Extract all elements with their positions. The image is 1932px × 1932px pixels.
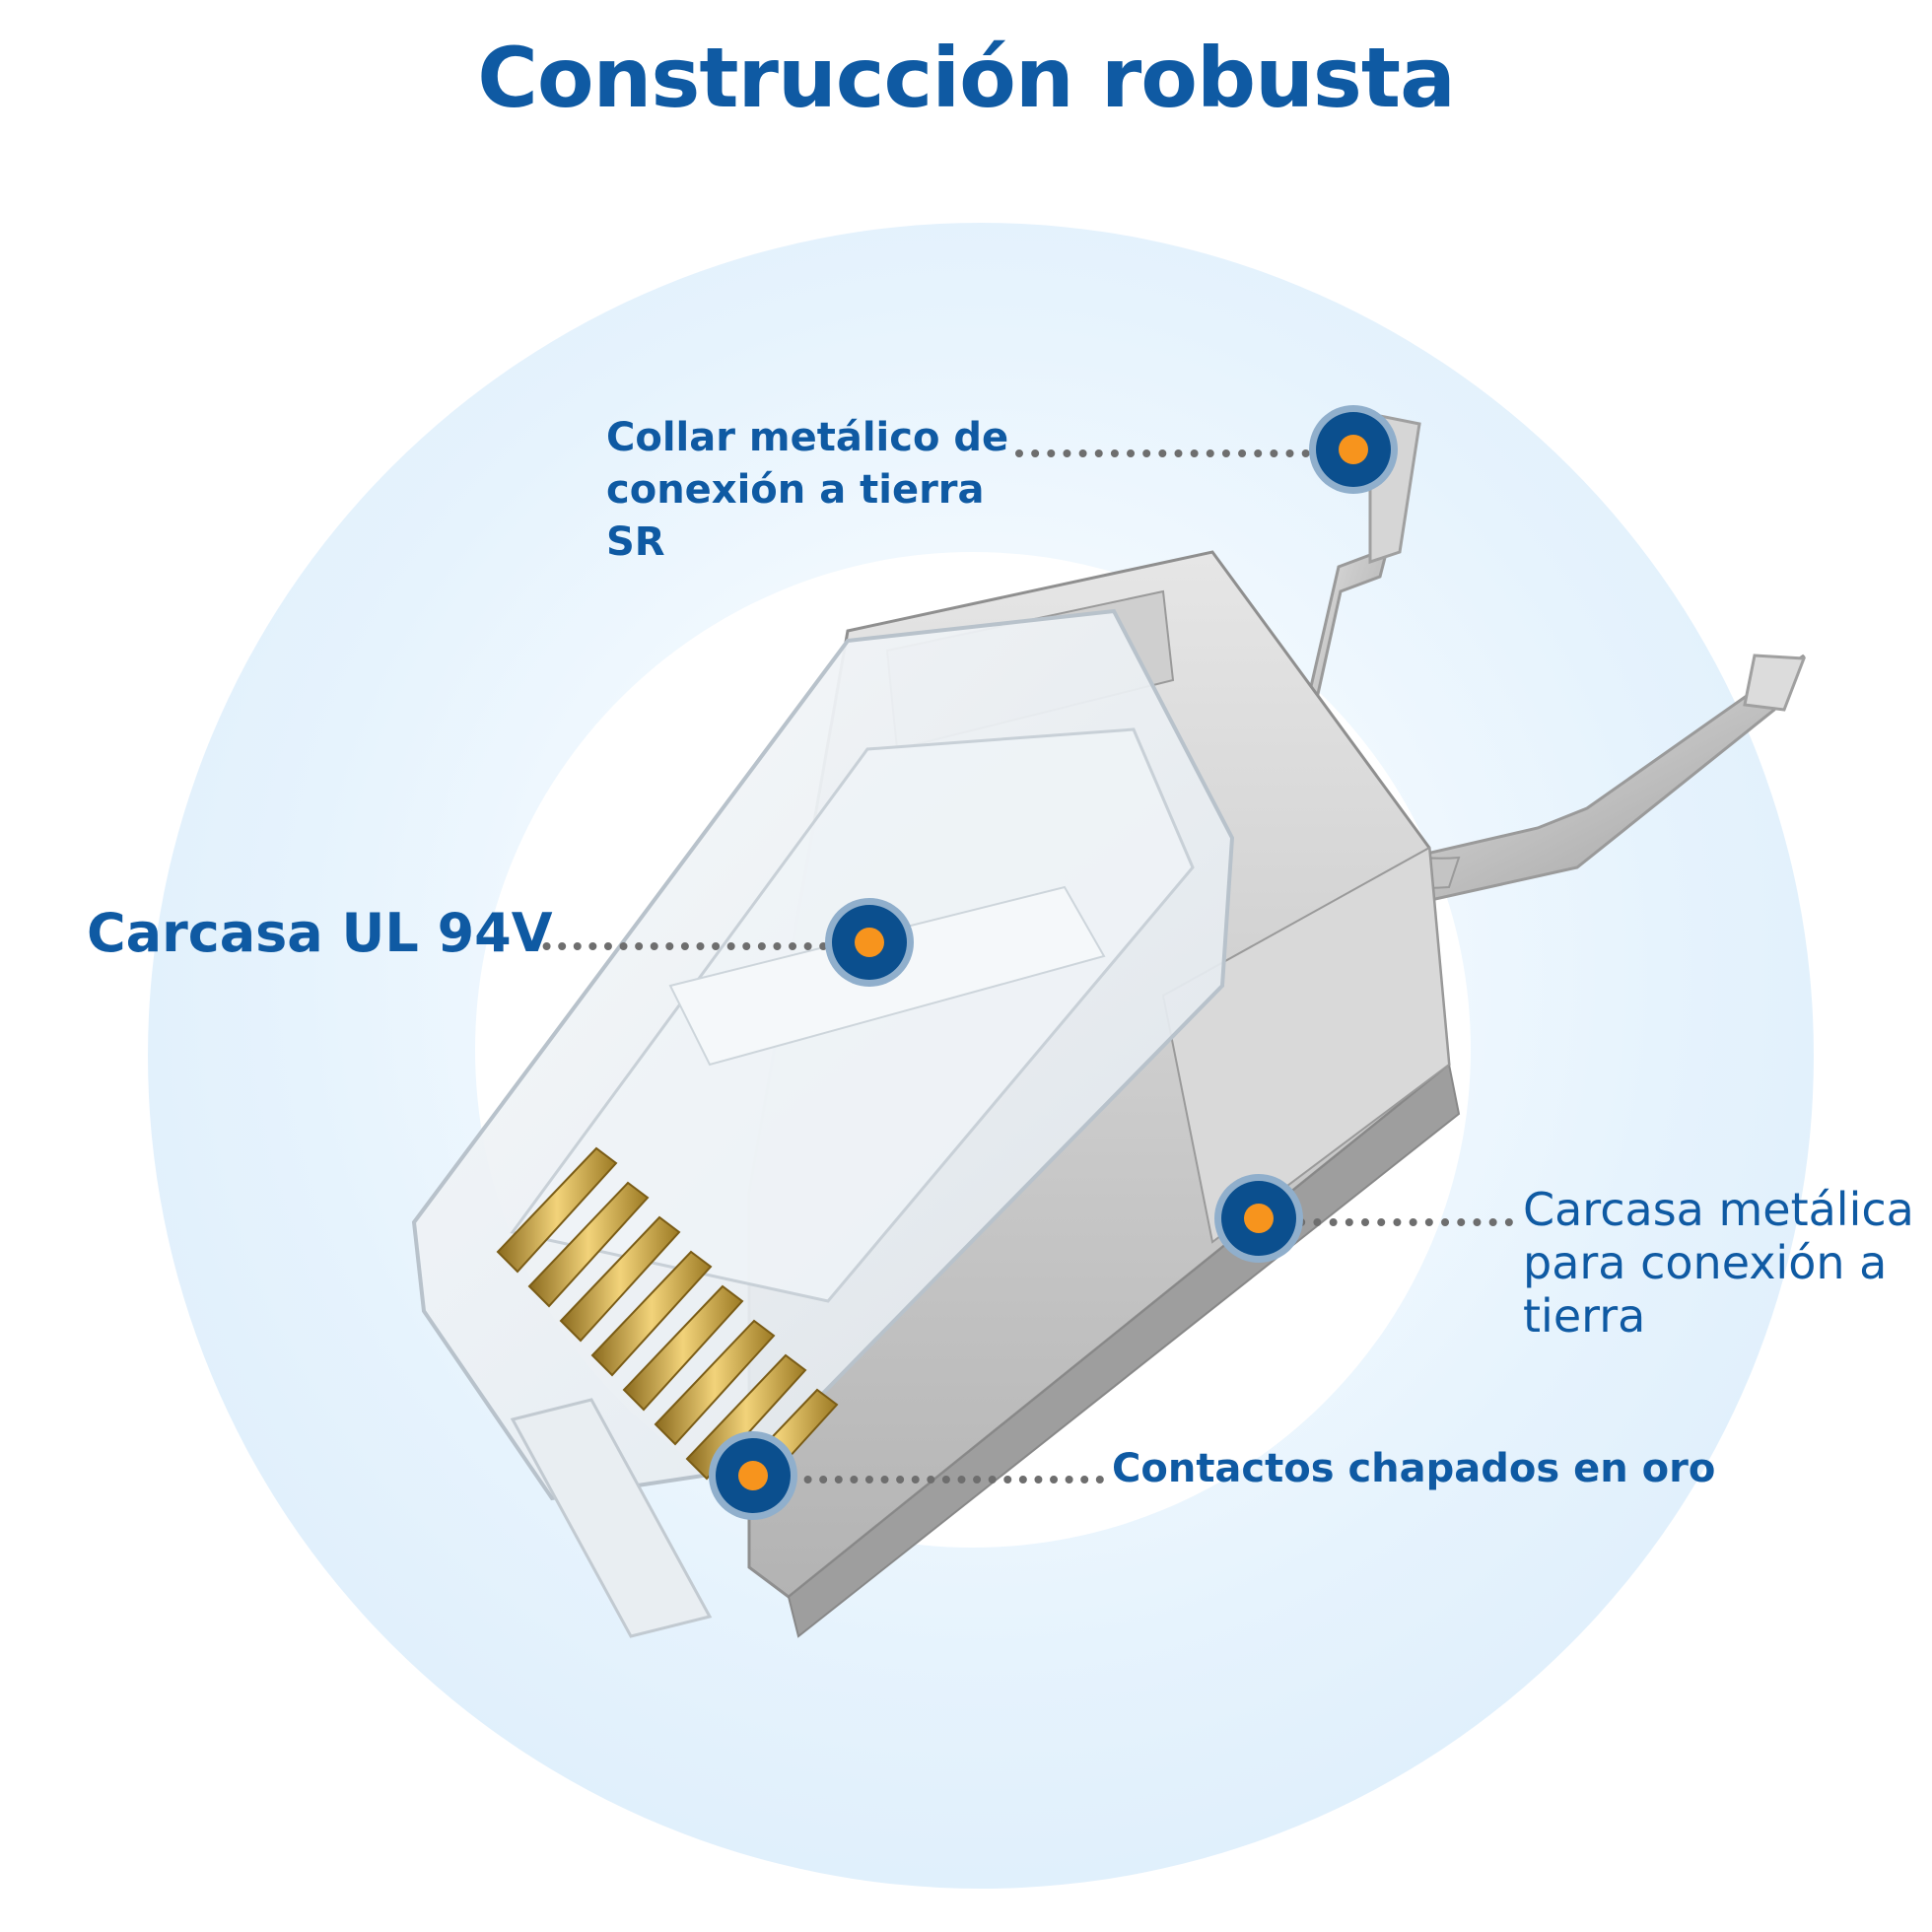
leader-line-metal-shell (1281, 1218, 1513, 1226)
callout-metal-shell: Carcasa metálica para conexión a tierra (1523, 1183, 1914, 1343)
marker-gold-contacts (709, 1431, 797, 1520)
marker-collar (1309, 405, 1398, 494)
marker-carcasa-ul (825, 898, 914, 987)
callout-carcasa-ul: Carcasa UL 94V (87, 902, 553, 964)
leader-line-gold-contacts (789, 1476, 1104, 1484)
marker-dot (738, 1461, 768, 1490)
page-title: Construcción robusta (477, 30, 1456, 126)
callout-gold-contacts: Contactos chapados en oro (1112, 1446, 1716, 1491)
marker-metal-shell (1214, 1174, 1303, 1263)
callout-collar: Collar metálico de conexión a tierra SR (606, 415, 1009, 565)
leader-line-carcasa-ul (527, 942, 843, 950)
marker-dot (855, 928, 884, 957)
marker-dot (1244, 1204, 1274, 1233)
gold-contacts (496, 1146, 839, 1515)
leader-line-collar (1015, 449, 1326, 457)
marker-dot (1339, 435, 1368, 464)
